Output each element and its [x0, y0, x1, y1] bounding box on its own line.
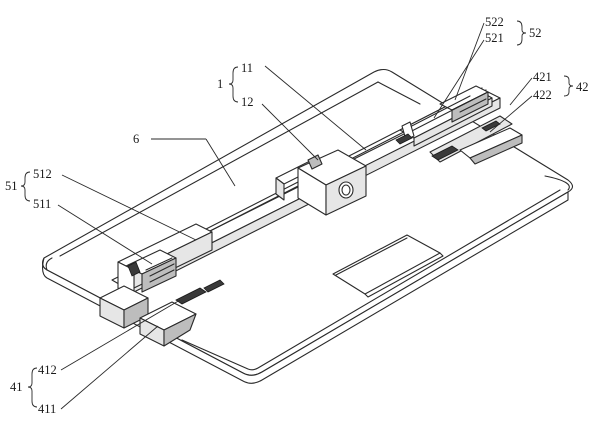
carriage-block — [275, 149, 367, 216]
label-412: 412 — [38, 363, 57, 377]
leader-lines — [20, 20, 574, 410]
label-42: 42 — [576, 80, 589, 94]
label-51: 51 — [5, 179, 18, 193]
label-522: 522 — [485, 15, 504, 29]
label-422: 422 — [533, 88, 552, 102]
label-421: 421 — [533, 70, 552, 84]
label-511: 511 — [33, 197, 51, 211]
left-slider-assembly — [99, 279, 225, 347]
label-1: 1 — [217, 77, 223, 91]
plate-recess — [332, 234, 444, 298]
left-guide-rail — [117, 223, 213, 297]
label-512: 512 — [33, 167, 52, 181]
label-6: 6 — [133, 132, 139, 146]
base-plate — [41, 68, 574, 384]
right-slider-assembly — [429, 115, 523, 165]
label-41: 41 — [10, 380, 23, 394]
label-411: 411 — [38, 402, 56, 416]
label-52: 52 — [529, 26, 542, 40]
label-11: 11 — [241, 61, 253, 75]
label-12: 12 — [241, 95, 254, 109]
label-521: 521 — [485, 31, 504, 45]
reference-labels: 522 521 52 421 422 42 1 11 12 6 51 512 5… — [5, 15, 589, 416]
